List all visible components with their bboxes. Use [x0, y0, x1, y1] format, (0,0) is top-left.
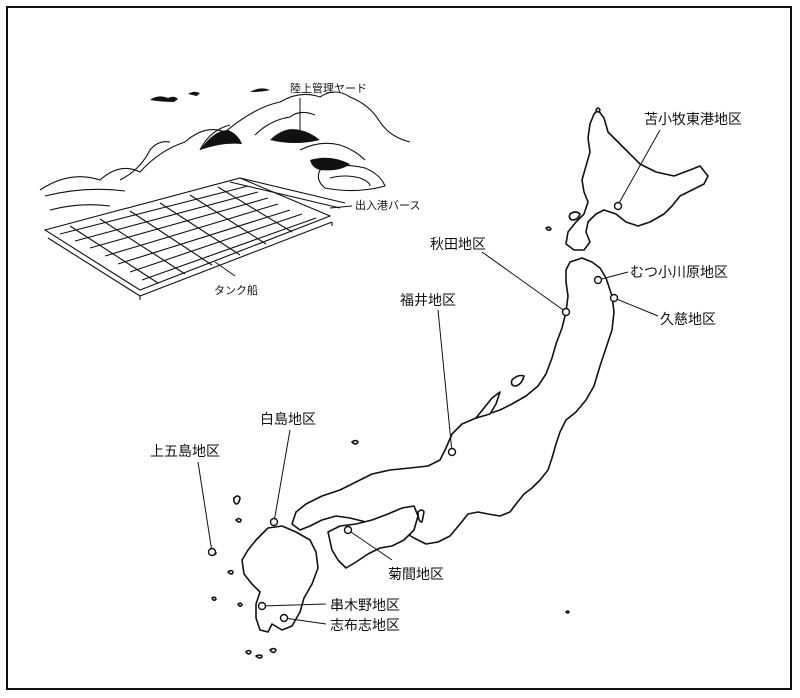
site-marker-mutsu[interactable]	[593, 275, 603, 285]
site-marker-shibushi[interactable]	[279, 613, 289, 623]
site-marker-kamigoto[interactable]	[207, 547, 217, 557]
label-kamigoto: 上五島地区	[150, 444, 220, 460]
shikoku	[327, 505, 419, 569]
kyushu	[241, 525, 319, 633]
site-marker-kushikino[interactable]	[257, 601, 267, 611]
label-fukui: 福井地区	[400, 293, 456, 309]
label-kikuma: 菊間地区	[388, 567, 444, 583]
site-marker-kikuma[interactable]	[343, 525, 353, 535]
site-marker-kuji[interactable]	[609, 293, 619, 303]
site-marker-tomakomai[interactable]	[613, 201, 623, 211]
label-kushikino: 串木野地区	[330, 598, 400, 614]
hokkaido	[565, 109, 709, 251]
map-frame	[6, 6, 792, 690]
label-shibushi: 志布志地区	[330, 618, 400, 634]
site-marker-akita[interactable]	[561, 307, 571, 317]
label-shirashima: 白島地区	[260, 412, 316, 428]
site-labels: 苫小牧東港地区 秋田地区 むつ小川原地区 福井地区 久慈地区 白島地区 上五島地…	[150, 111, 742, 634]
site-marker-fukui[interactable]	[447, 447, 457, 457]
tanker-base-sketch: 陸上管理ヤード 出入港バース タンク船	[39, 81, 420, 300]
site-marker-shirashima[interactable]	[269, 517, 279, 527]
label-kuji: 久慈地区	[660, 312, 716, 328]
label-akita: 秋田地区	[430, 237, 486, 253]
site-markers	[197, 129, 661, 625]
japan-outline	[209, 107, 709, 659]
tanker-label: タンク船	[214, 283, 258, 297]
berth-label: 出入港バース	[355, 198, 420, 212]
label-mutsu: むつ小川原地区	[630, 265, 728, 281]
label-tomakomai: 苫小牧東港地区	[644, 111, 742, 128]
yard-label: 陸上管理ヤード	[290, 81, 367, 95]
